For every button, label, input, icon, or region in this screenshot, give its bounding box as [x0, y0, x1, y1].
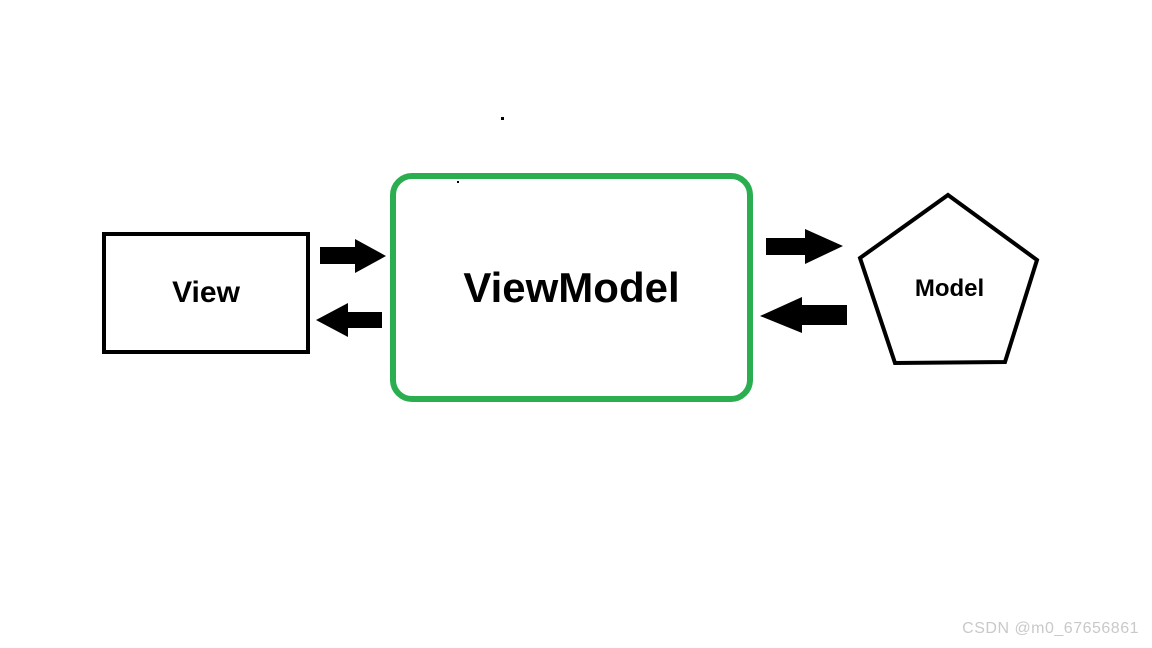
arrow-view-to-viewmodel [320, 239, 386, 273]
view-node-label: View [172, 276, 240, 309]
artifact-dot [501, 117, 504, 120]
model-node-label-text: Model [914, 275, 985, 302]
view-node: View [102, 232, 310, 354]
viewmodel-node: ViewModel [390, 173, 753, 402]
arrow-model-to-viewmodel [760, 297, 847, 333]
artifact-dot [457, 181, 459, 183]
model-node-label: Model [862, 272, 1037, 306]
viewmodel-node-label: ViewModel [463, 263, 680, 311]
model-pentagon-shape [857, 192, 1040, 366]
arrow-viewmodel-to-model [766, 229, 843, 264]
arrow-viewmodel-to-view [316, 303, 382, 337]
watermark: CSDN @m0_67656861 [962, 620, 1139, 637]
